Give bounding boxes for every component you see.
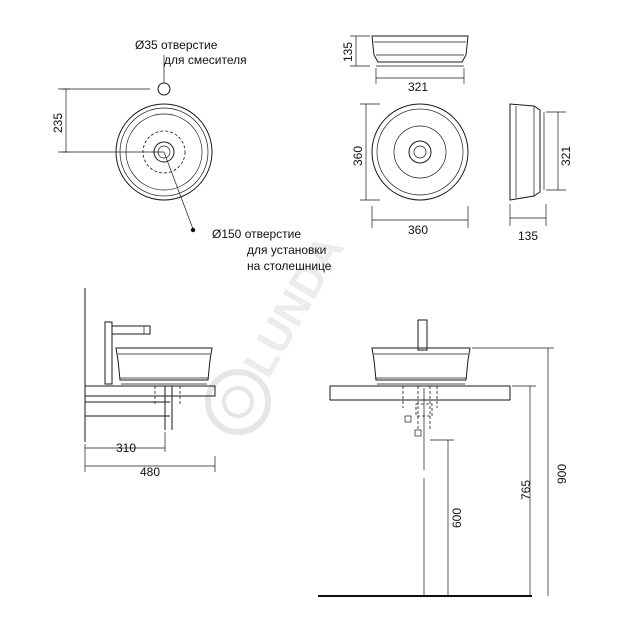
- front-dim-765: 765: [519, 480, 533, 500]
- small-plan-view: [360, 103, 469, 228]
- plan-width-dim: 360: [408, 223, 428, 237]
- front-width-dim: 321: [408, 80, 428, 94]
- dim-235: 235: [51, 113, 65, 133]
- small-front-view: [350, 35, 469, 84]
- top-view-basin: [58, 55, 213, 230]
- mixer-hole-label: Ø35 отверстие: [135, 38, 218, 52]
- side-dim-310: 310: [116, 441, 136, 455]
- front-dim-600: 600: [450, 508, 464, 528]
- mixer-hole-label-2: для смесителя: [164, 53, 247, 67]
- watermark: LUNDA: [205, 227, 354, 435]
- mount-hole-leader-dot: [190, 227, 196, 233]
- mount-hole-label-3: на столешнице: [247, 259, 332, 273]
- front-elevation: [318, 319, 554, 597]
- side-height-dim: 321: [559, 146, 573, 166]
- small-side-view: [509, 103, 566, 226]
- side-elevation: [84, 288, 216, 472]
- side-width-dim: 135: [518, 229, 538, 243]
- plan-height-dim: 360: [351, 146, 365, 166]
- front-height-dim: 135: [341, 42, 355, 62]
- side-dim-480: 480: [140, 465, 160, 479]
- mount-hole-label-2: для установки: [247, 243, 326, 257]
- front-dim-900: 900: [555, 464, 569, 484]
- mount-hole-label: Ø150 отверстие: [212, 227, 301, 241]
